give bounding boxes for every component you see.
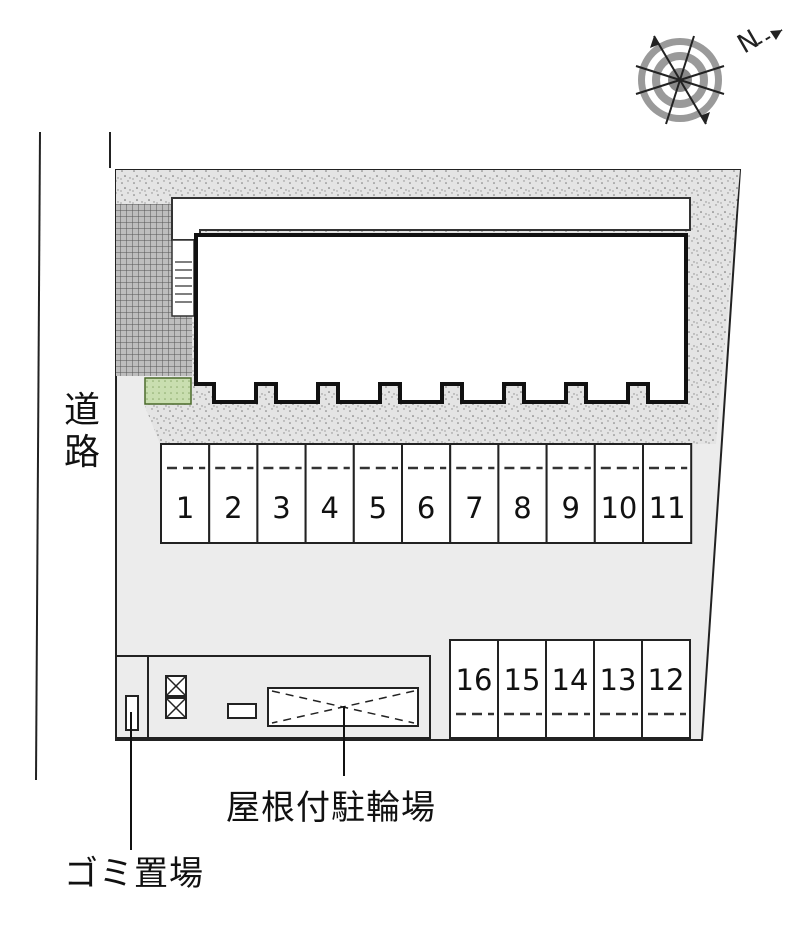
parking-space-number: 11 [649,491,686,525]
parking-space: 14 [545,639,595,739]
garbage-area-label: ゴミ置場 [64,854,204,894]
parking-space-number: 3 [272,491,290,525]
parking-space: 12 [641,639,691,739]
parking-space-number: 6 [417,491,435,525]
apartment-building [194,233,688,404]
parking-space: 2 [208,443,259,544]
parking-space: 3 [256,443,307,544]
parking-space-number: 14 [552,663,589,697]
parking-space-number: 5 [369,491,387,525]
yard-area-corner [116,170,172,204]
parking-space: 4 [304,443,355,544]
road-label-char-2: 路 [63,432,100,473]
parking-space-number: 8 [513,491,531,525]
meter-box-icon [165,675,187,719]
parking-space-number: 7 [465,491,483,525]
parking-space: 13 [593,639,643,739]
north-arrow-head-icon [770,30,782,40]
compass-icon [635,35,725,125]
parking-space: 7 [449,443,500,544]
small-structure [227,703,257,719]
parking-row-bottom: 16 15 14 13 12 [449,639,691,739]
parking-space: 9 [545,443,596,544]
parking-space: 6 [401,443,452,544]
road-edge-line [35,131,41,781]
parking-space-number: 9 [561,491,579,525]
parking-space: 10 [593,443,644,544]
parking-space: 1 [160,443,211,544]
parking-space-number: 13 [600,663,637,697]
parking-space-number: 2 [224,491,242,525]
hedge [144,377,192,405]
parking-space-number: 15 [504,663,541,697]
parking-space: 11 [642,443,693,544]
parking-space: 15 [497,639,547,739]
parking-space-number: 4 [320,491,338,525]
parking-space: 8 [497,443,548,544]
parking-space-number: 10 [600,491,637,525]
road-label: 道 路 [60,390,104,474]
parking-space: 16 [449,639,499,739]
stairs [171,239,195,317]
parking-space: 5 [352,443,403,544]
parking-space-number: 12 [648,663,685,697]
road-label-char-1: 道 [63,390,100,431]
parking-space-number: 1 [176,491,194,525]
bicycle-parking-label: 屋根付駐輪場 [226,788,436,828]
parking-space-number: 16 [456,663,493,697]
north-arrow-icon [757,29,783,45]
